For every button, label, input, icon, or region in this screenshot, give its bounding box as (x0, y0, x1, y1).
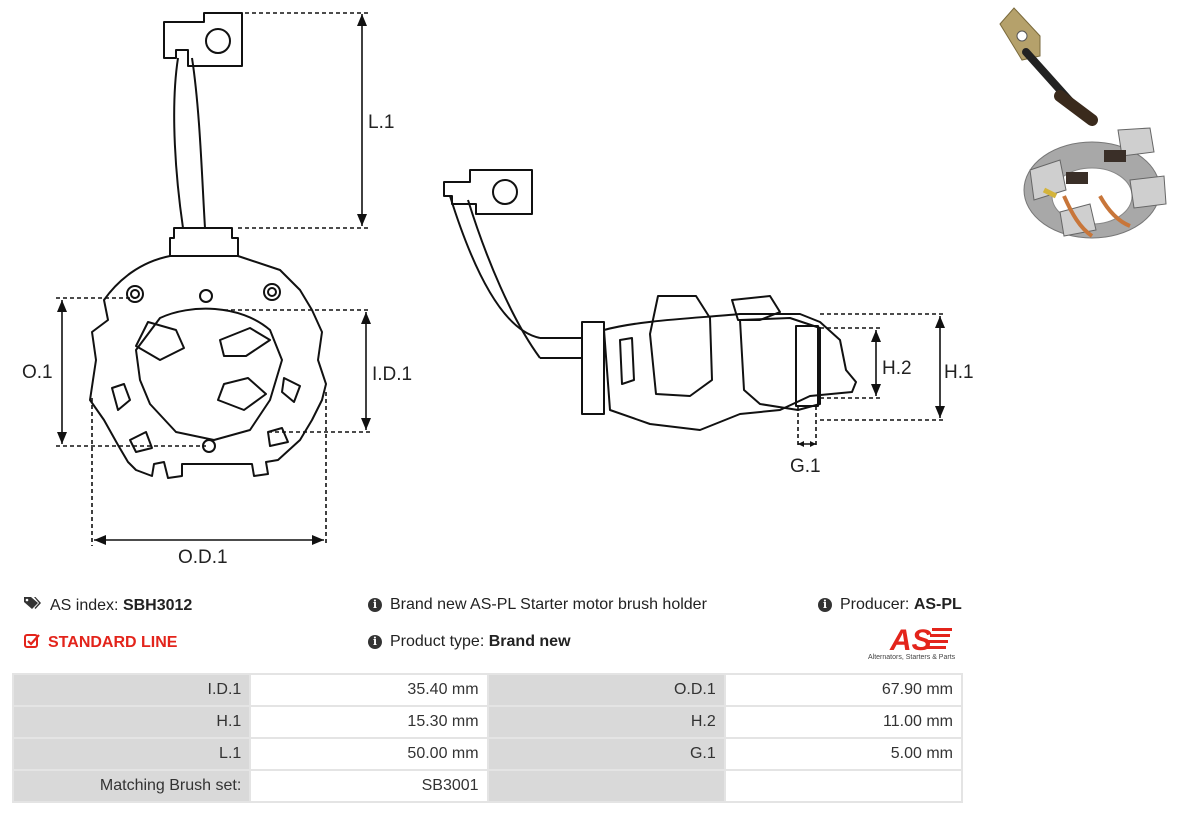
rivet (263, 283, 281, 301)
spec-label (486, 769, 726, 803)
side-terminal-lug (443, 169, 533, 215)
table-row: Matching Brush set: SB3001 (11, 769, 964, 803)
slot (281, 377, 301, 403)
as-index-label: AS index: (50, 596, 119, 614)
spec-value: 5.00 mm (723, 737, 964, 771)
producer-label: Producer: (840, 596, 910, 613)
product-photo (999, 7, 1167, 239)
spec-value: SB3001 (249, 769, 489, 803)
terminal-lug (163, 12, 243, 67)
cable (173, 57, 184, 229)
dim-label-g1: G.1 (790, 456, 821, 477)
producer-value: AS-PL (913, 596, 962, 613)
spec-label: O.D.1 (486, 673, 726, 707)
product-type-label: Product type: (390, 633, 485, 650)
dim-label-h2: H.2 (882, 358, 912, 379)
logo-text: AS (889, 624, 932, 657)
spec-value: 11.00 mm (723, 705, 964, 739)
as-pl-logo: AS Alternators, Starters & Parts (868, 622, 968, 666)
rivet (199, 289, 213, 303)
info-icon: i (368, 635, 382, 649)
side-cable (449, 195, 541, 339)
spec-label: Matching Brush set: (11, 769, 252, 803)
logo-tagline: Alternators, Starters & Parts (868, 654, 956, 661)
as-index-row: AS index: SBH3012 (24, 596, 192, 615)
table-row: I.D.1 35.40 mm O.D.1 67.90 mm (11, 673, 964, 707)
brush-box (217, 377, 267, 411)
spec-label: L.1 (11, 737, 252, 771)
side-body (603, 313, 857, 431)
producer-row: i Producer: AS-PL (818, 596, 962, 614)
table-row: L.1 50.00 mm G.1 5.00 mm (11, 737, 964, 771)
standard-line-row: STANDARD LINE (24, 633, 177, 653)
slot (111, 383, 131, 411)
spec-value: 50.00 mm (249, 737, 489, 771)
brush-plate-outline (89, 255, 327, 479)
product-type-value: Brand new (488, 633, 571, 650)
description-text: Brand new AS-PL Starter motor brush hold… (390, 596, 707, 613)
brush-box (135, 321, 185, 361)
dim-label-h1: H.1 (944, 362, 974, 383)
dim-label-id1: I.D.1 (372, 364, 412, 385)
tags-icon (24, 596, 42, 615)
spec-value (723, 769, 964, 803)
info-icon: i (818, 598, 832, 612)
dim-label-od1: O.D.1 (178, 547, 228, 568)
brush (795, 325, 819, 407)
side-brush-box (731, 295, 781, 321)
spec-label: H.2 (486, 705, 726, 739)
spec-value: 15.30 mm (249, 705, 489, 739)
slot (129, 431, 153, 453)
side-body-flange (581, 321, 605, 415)
spec-label: G.1 (486, 737, 726, 771)
brush-box (219, 327, 271, 357)
spec-label: H.1 (11, 705, 252, 739)
standard-line-label: STANDARD LINE (48, 634, 178, 651)
dim-label-o1: O.1 (22, 362, 53, 383)
spec-table: I.D.1 35.40 mm O.D.1 67.90 mm H.1 15.30 … (11, 673, 964, 803)
info-icon: i (368, 598, 382, 612)
technical-drawing: L.1 O.1 I.D.1 O.D.1 H.2 H.1 G.1 (22, 12, 974, 568)
checkbox-check-icon (24, 633, 40, 653)
slot (267, 427, 289, 447)
inner-opening (135, 307, 283, 441)
as-index-value: SBH3012 (122, 596, 193, 614)
product-type-row: i Product type: Brand new (368, 633, 571, 651)
description-row: i Brand new AS-PL Starter motor brush ho… (368, 596, 707, 614)
side-brush-box (649, 295, 713, 397)
spec-value: 35.40 mm (249, 673, 489, 707)
spec-label: I.D.1 (11, 673, 252, 707)
cable-sleeve (169, 227, 239, 257)
table-row: H.1 15.30 mm H.2 11.00 mm (11, 705, 964, 739)
rivet (126, 285, 144, 303)
dim-label-l1: L.1 (368, 112, 394, 133)
terminal-hole (205, 28, 231, 54)
spec-value: 67.90 mm (723, 673, 964, 707)
